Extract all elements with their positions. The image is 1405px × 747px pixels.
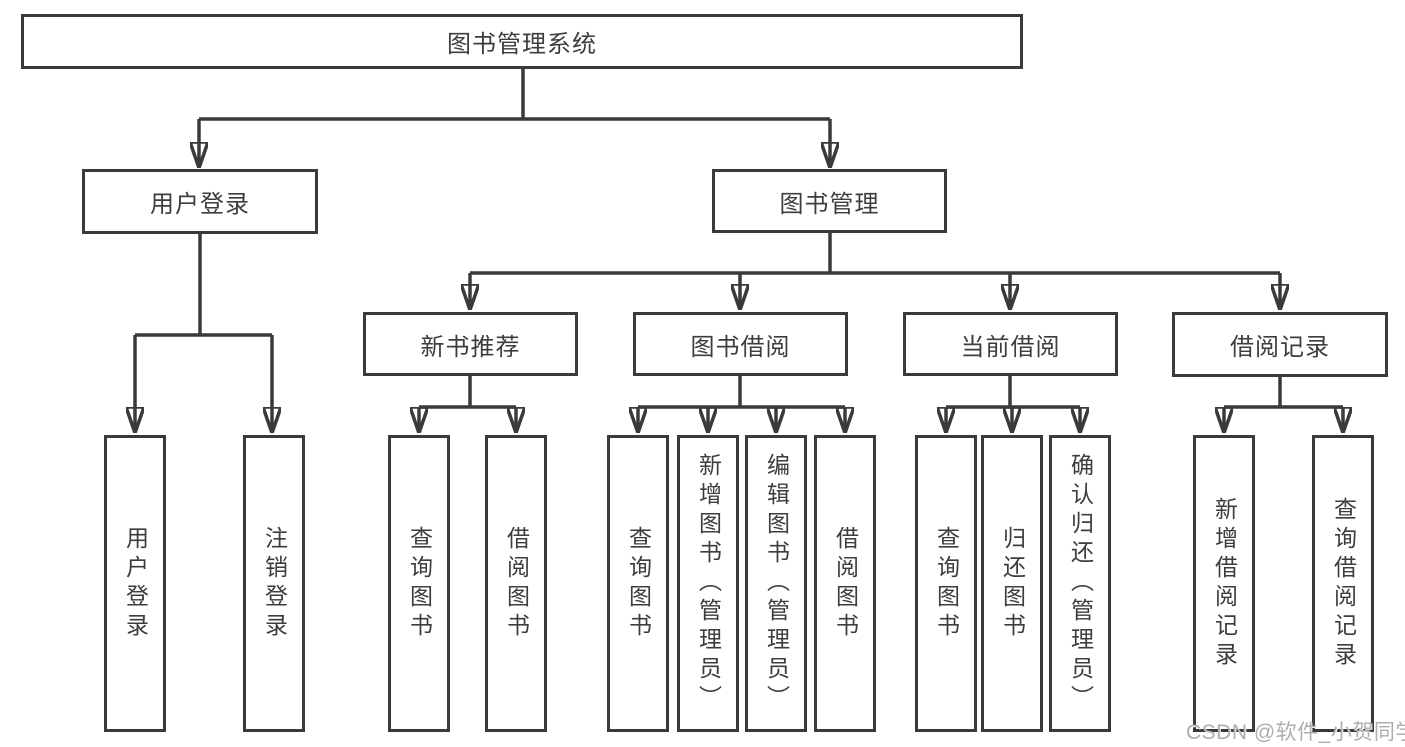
leaf-bb-add-book: 新增图书（管理员） [677, 435, 739, 732]
connector-current-borrow [946, 376, 1080, 432]
connector-new-book-rec [419, 376, 516, 432]
node-borrow-record: 借阅记录 [1172, 312, 1388, 377]
node-user-login: 用户登录 [82, 169, 318, 234]
leaf-logout: 注销登录 [243, 435, 305, 732]
leaf-cur-confirm-return: 确认归还（管理员） [1049, 435, 1111, 732]
connector-user-login [135, 234, 272, 432]
leaf-user-login: 用户登录 [104, 435, 166, 732]
connector-book-mgmt [470, 233, 1280, 309]
connector-borrow-record [1224, 377, 1343, 432]
connector-book-borrow [638, 376, 845, 432]
connector-root [199, 69, 830, 167]
node-book-borrow: 图书借阅 [633, 312, 848, 376]
csdn-watermark: CSDN @软件_小贺同学 [1186, 721, 1405, 744]
node-current-borrow: 当前借阅 [903, 312, 1118, 376]
leaf-rec-borrow-book: 借阅图书 [485, 435, 547, 732]
leaf-rec-query-book: 查询图书 [388, 435, 450, 732]
node-new-book-rec: 新书推荐 [363, 312, 578, 376]
leaf-rr-query-record: 查询借阅记录 [1312, 435, 1374, 732]
leaf-cur-return-book: 归还图书 [981, 435, 1043, 732]
leaf-rr-add-record: 新增借阅记录 [1193, 435, 1255, 732]
leaf-bb-query-book: 查询图书 [607, 435, 669, 732]
leaf-cur-query-book: 查询图书 [915, 435, 977, 732]
leaf-bb-borrow-book: 借阅图书 [814, 435, 876, 732]
node-root: 图书管理系统 [21, 14, 1023, 69]
leaf-bb-edit-book: 编辑图书（管理员） [745, 435, 807, 732]
node-book-mgmt: 图书管理 [712, 169, 947, 233]
